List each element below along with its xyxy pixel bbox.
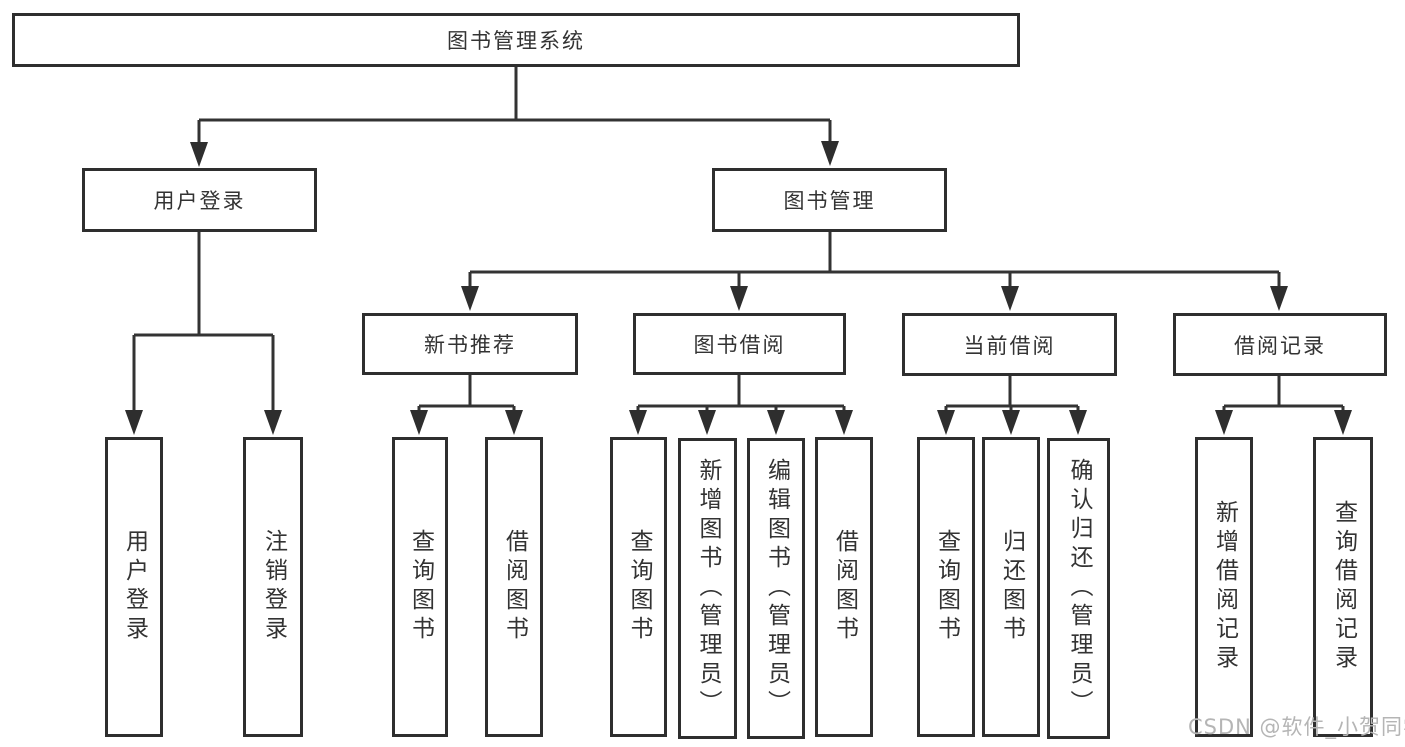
leaf-edit-books-admin: 编辑图书（管理员）	[747, 438, 805, 739]
arrowheads	[125, 141, 1352, 435]
leaf-query-borrow-record: 查询借阅记录	[1313, 437, 1373, 737]
node-book-borrowing: 图书借阅	[633, 313, 846, 375]
leaf-return-books: 归还图书	[982, 437, 1040, 737]
leaf-borrow-books-2: 借阅图书	[815, 437, 873, 737]
leaf-logout: 注销登录	[243, 437, 303, 737]
leaf-user-login: 用户登录	[105, 437, 163, 737]
leaf-query-books-2: 查询图书	[610, 437, 667, 737]
node-current-borrowing: 当前借阅	[902, 313, 1117, 376]
leaf-query-books-3: 查询图书	[917, 437, 975, 737]
leaf-query-books-1: 查询图书	[392, 437, 448, 737]
leaf-add-borrow-record: 新增借阅记录	[1195, 437, 1253, 737]
node-borrowing-records: 借阅记录	[1173, 313, 1387, 376]
leaf-confirm-return-admin: 确认归还（管理员）	[1047, 438, 1110, 739]
node-new-book-recommendation: 新书推荐	[362, 313, 578, 375]
node-library-management-system: 图书管理系统	[12, 13, 1020, 67]
csdn-watermark: CSDN @软件_小贺同学	[1188, 715, 1405, 739]
leaf-borrow-books-1: 借阅图书	[485, 437, 543, 737]
leaf-add-books-admin: 新增图书（管理员）	[678, 438, 737, 739]
node-book-management: 图书管理	[712, 168, 947, 232]
node-user-login: 用户登录	[82, 168, 317, 232]
